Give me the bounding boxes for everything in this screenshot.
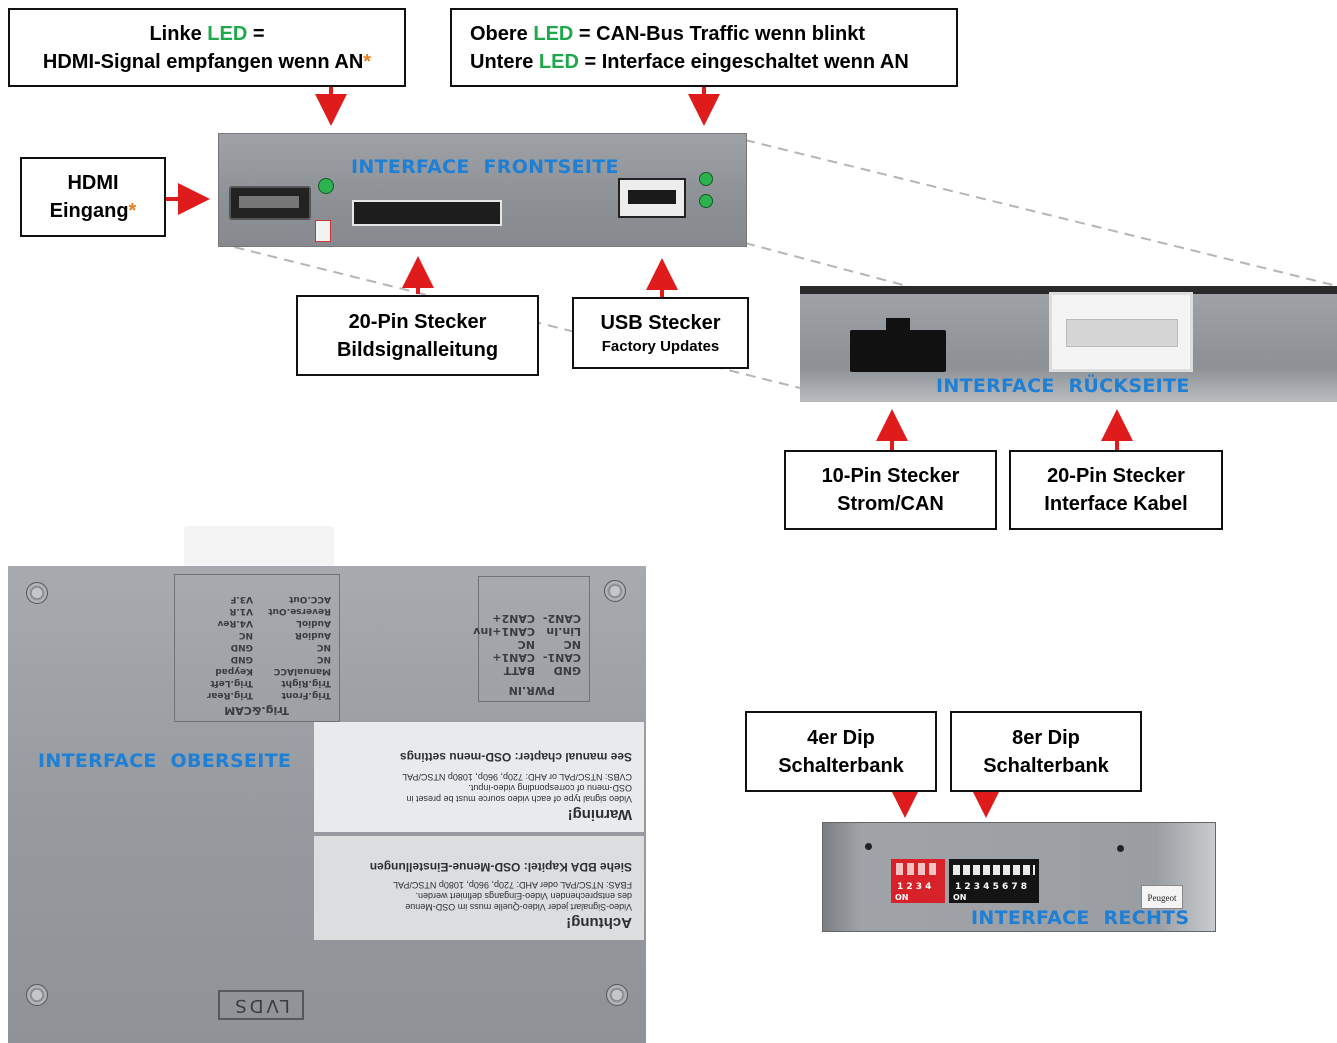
callout-10pin: 10-Pin Stecker Strom/CAN [784,450,997,530]
cam-col2: Trig.Rear Trig.Left Keypad GND GND NC V4… [206,594,253,700]
callout-20pin-bild: 20-Pin Stecker Bildsignalleitung [296,295,539,376]
callout-hdmi: HDMI Eingang* [20,157,166,237]
dip4-numbers: 1 2 3 4 [897,882,932,892]
label-right: INTERFACE RECHTS [971,907,1190,929]
back-panel [800,286,1337,402]
dip8-numbers: 1 2 3 4 5 6 7 8 [955,882,1028,892]
screw [26,582,48,604]
peugeot-sticker: Peugeot [1141,885,1183,909]
panel-hole [865,843,872,850]
20pin-iface-port [1049,292,1193,372]
warning-sticker-en: Warning! Video signal type of each video… [314,722,644,832]
front-panel [218,133,747,247]
pwr-in-block: GND CAN1- NC Lin.In CAN2- BATT CAN1+ NC … [473,576,590,702]
warning-sticker-de: Achtung! Video-Signalart jeder Video-Que… [314,836,644,940]
hdmi-port [229,186,311,220]
callout-20pin-iface: 20-Pin Stecker Interface Kabel [1009,450,1223,530]
cam-col1: Trig.Front Trig.Right ManualACC NC NC Au… [268,594,331,700]
lvds-marking: LVDS [218,990,304,1020]
label-front: INTERFACE FRONTSEITE [351,156,619,178]
trig-cam-block: Trig.&CAM Trig.Front Trig.Right ManualAC… [174,574,340,722]
screw [26,984,48,1006]
callout-dip8: 8er Dip Schalterbank [950,711,1142,792]
label-top: INTERFACE OBERSEITE [38,750,292,772]
panel-hole [1117,845,1124,852]
top-led [699,172,713,186]
usb-port [618,178,686,218]
20pin-bild-port [352,200,502,226]
peugeot-text: Peugeot [1147,893,1177,903]
10pin-port [850,318,946,372]
dip8-switch: 1 2 3 4 5 6 7 8 ON [949,859,1039,903]
callout-dip4: 4er Dip Schalterbank [745,711,937,792]
left-led [318,178,334,194]
top-panel: GND CAN1- NC Lin.In CAN2- BATT CAN1+ NC … [8,566,646,1043]
screw [606,984,628,1006]
pwr-in-title: PWR.IN [508,684,555,697]
callout-left-led: Linke LED = HDMI-Signal empfangen wenn A… [8,8,406,87]
sticker [315,220,331,242]
dip4-switch: 1 2 3 4 ON [891,859,945,903]
callout-usb: USB Stecker Factory Updates [572,297,749,369]
pwr-col1: GND CAN1- NC Lin.In CAN2- [542,612,581,677]
top-panel-tab [184,526,334,572]
right-panel: 1 2 3 4 ON 1 2 3 4 5 6 7 8 ON Peugeot [822,822,1216,932]
red-arrows [166,86,1133,818]
trig-cam-title: Trig.&CAM [224,704,289,717]
pwr-col2: BATT CAN1+ NC CAN1+Inv CAN2+ [473,612,535,677]
callout-top-leds: Obere LED = CAN-Bus Traffic wenn blinkt … [450,8,958,87]
bottom-led [699,194,713,208]
label-back: INTERFACE RÜCKSEITE [936,375,1190,397]
dip4-on: ON [895,893,909,902]
screw [604,580,626,602]
lvds-text: LVDS [232,995,290,1016]
dip8-on: ON [953,893,967,902]
